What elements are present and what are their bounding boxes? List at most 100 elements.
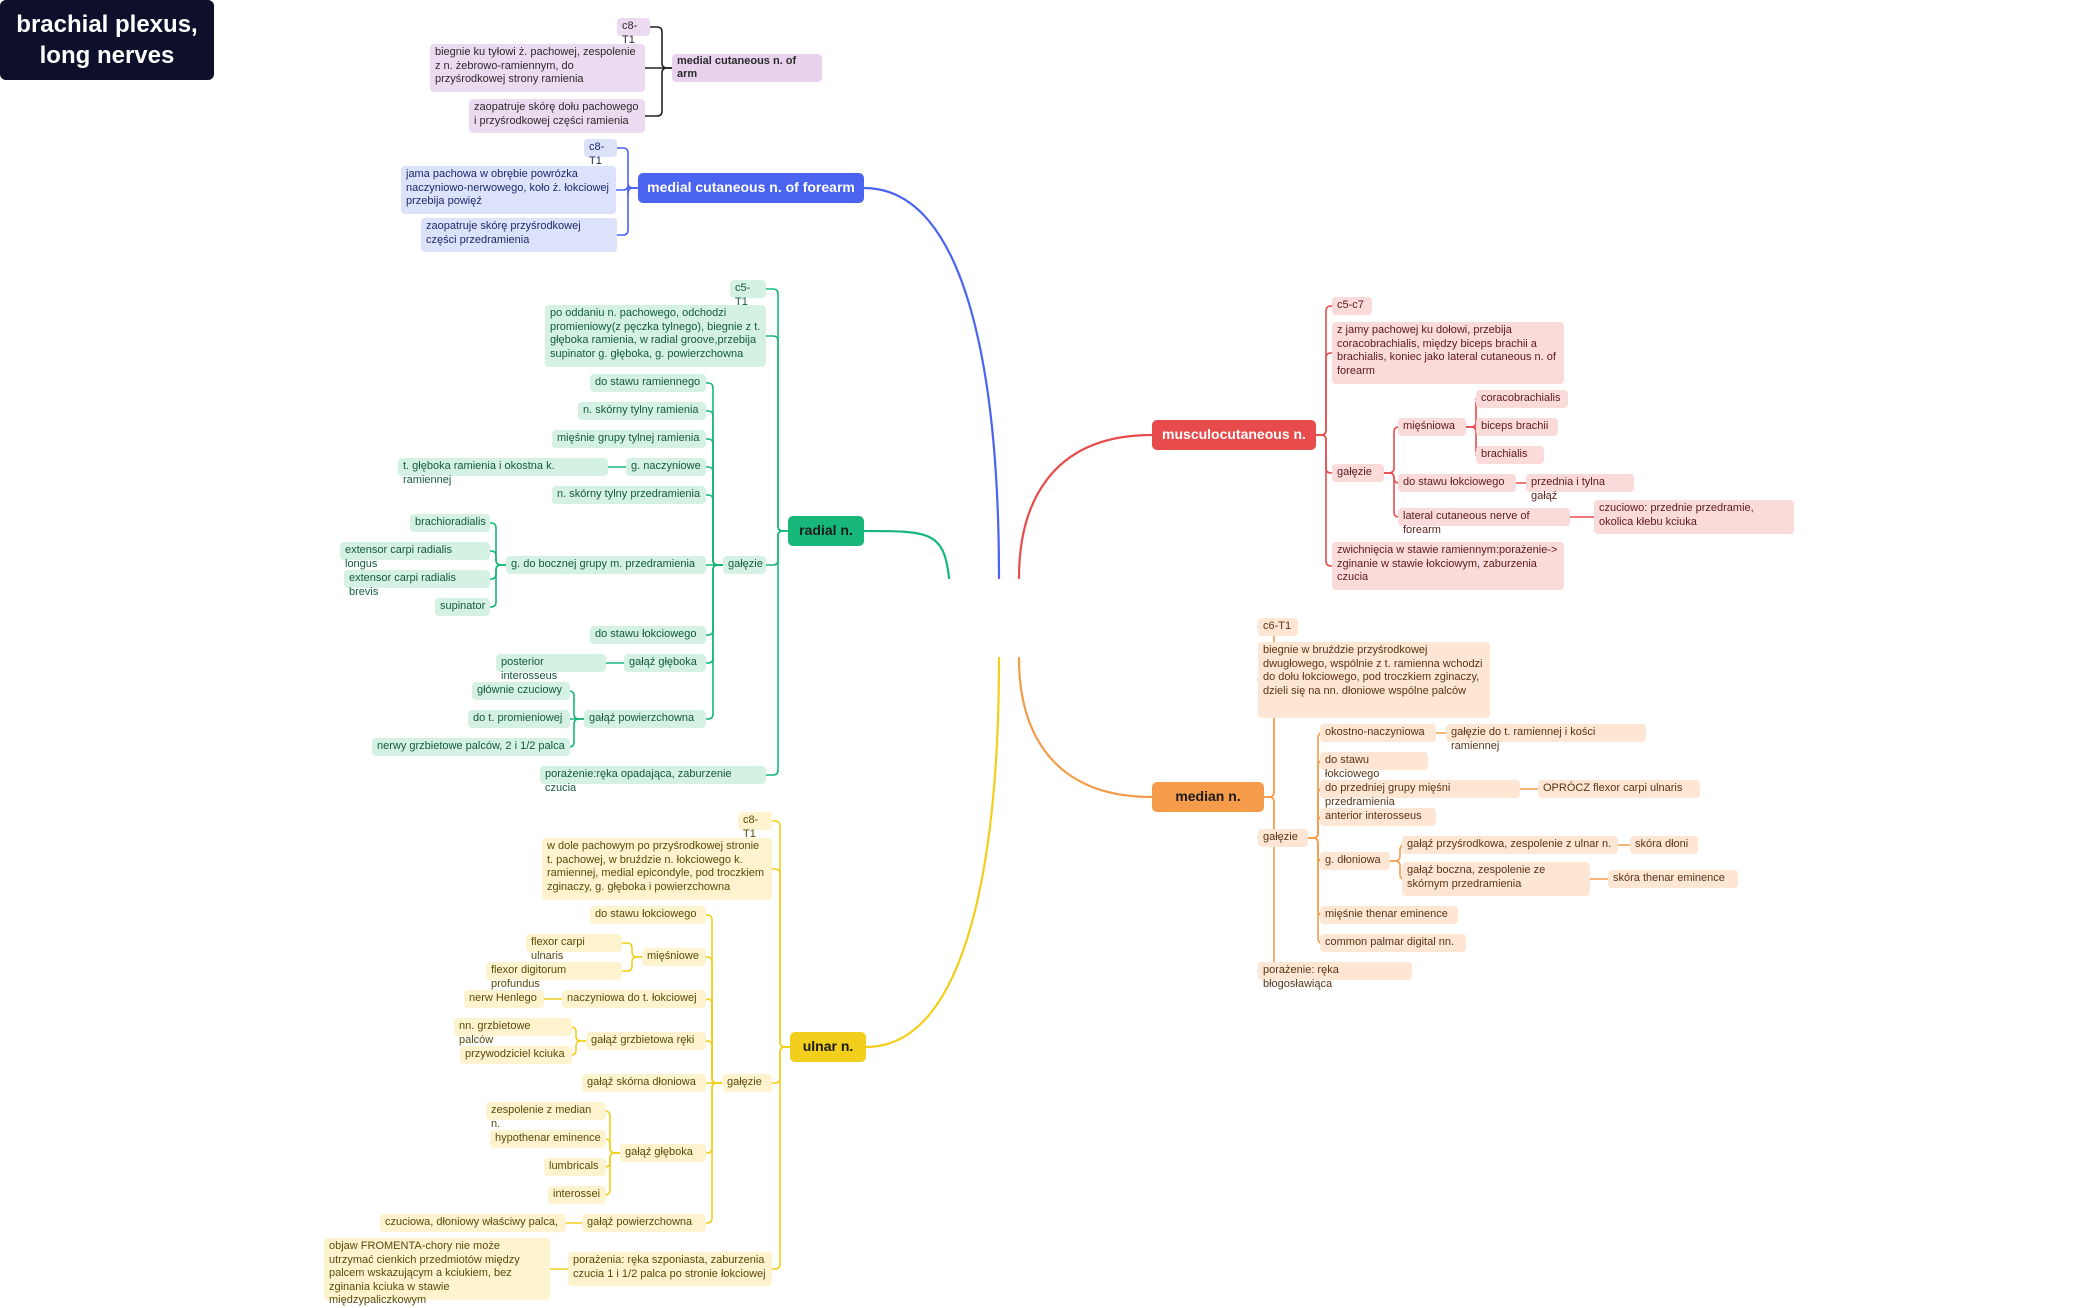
topic-r-b6b[interactable]: extensor carpi radialis longus [340,542,490,570]
topic-r-branches[interactable]: gałęzie [723,556,766,574]
topic-mc-b1b[interactable]: biceps brachii [1476,418,1558,436]
topic-ma-supply[interactable]: zaopatruje skórę dołu pachowego i przyśr… [469,99,645,133]
topic-mc-label[interactable]: musculocutaneous n. [1152,420,1316,450]
edge-u-b6c [604,1152,621,1168]
topic-u-label[interactable]: ulnar n. [790,1032,866,1062]
topic-md-root[interactable]: c6-T1 [1258,618,1298,636]
topic-r-b4a[interactable]: t. głęboka ramienia i okostna k. ramienn… [398,458,608,486]
topic-mc-b1c[interactable]: brachialis [1476,446,1544,464]
topic-md-b1[interactable]: okostno-naczyniowa [1320,724,1436,742]
topic-mc-b1a[interactable]: coracobrachialis [1476,390,1568,408]
topic-u-b6a[interactable]: zespolenie z median n. [486,1102,606,1130]
edge-mf-root [616,147,639,189]
topic-u-b5[interactable]: gałąź skórna dłoniowa [582,1074,706,1092]
topic-mc-b2a[interactable]: przednia i tylna gałąź [1526,474,1634,502]
topic-md-b7[interactable]: common palmar digital nn. [1320,934,1466,952]
edge-r-b6c [489,564,507,580]
edge-md-injury [1257,796,1280,972]
topic-u-b4[interactable]: gałąź grzbietowa ręki [586,1032,706,1050]
topic-r-b6a[interactable]: brachioradialis [410,514,490,532]
topic-md-b1a[interactable]: gałęzie do t. ramiennej i kości ramienne… [1446,724,1646,752]
topic-r-root[interactable]: c5-T1 [730,280,766,308]
topic-u-b6c[interactable]: lumbricals [544,1158,606,1176]
topic-ma-course[interactable]: biegnie ku tyłowi ż. pachowej, zespoleni… [430,44,645,92]
topic-r-b9b[interactable]: do t. promieniowej [468,710,570,728]
topic-mc-b3[interactable]: lateral cutaneous nerve of forearm [1398,508,1570,536]
topic-u-b2a[interactable]: flexor carpi ulnaris [526,934,622,962]
topic-md-injury[interactable]: porażenie: ręka błogosławiąca [1258,962,1412,990]
topic-u-b2b[interactable]: flexor digitorum profundus [486,962,622,990]
topic-r-b6d[interactable]: supinator [435,598,490,616]
edge-u-b2a [621,942,643,958]
topic-r-b5[interactable]: n. skórny tylny przedramienia [552,486,706,504]
topic-mf-course[interactable]: jama pachowa w obrębie powrózka naczynio… [401,166,616,214]
topic-ma-root[interactable]: c8-T1 [617,18,650,46]
topic-r-b9a[interactable]: głównie czuciowy [472,682,570,700]
topic-md-branches[interactable]: gałęzie [1258,829,1308,847]
topic-mc-b3a[interactable]: czuciowo: przednie przedramie, okolica k… [1594,500,1794,534]
topic-mc-course[interactable]: z jamy pachowej ku dołowi, przebija cora… [1332,322,1564,384]
topic-md-b3a[interactable]: OPRÓCZ flexor carpi ulnaris [1538,780,1700,798]
edge-u-b6b [604,1138,621,1154]
topic-mc-injury[interactable]: zwichnięcia w stawie ramiennym:porażenie… [1332,542,1564,590]
root-topic[interactable]: brachial plexus, long nerves [0,0,214,80]
topic-r-b6c[interactable]: extensor carpi radialis brevis [344,570,490,598]
topic-r-b2[interactable]: n. skórny tylny ramienia [578,402,706,420]
topic-md-b5a[interactable]: gałąź przyśrodkowa, zespolenie z ulnar n… [1402,836,1618,854]
edge-r-b8 [705,564,724,664]
topic-md-b5a1[interactable]: skóra dłoni [1630,836,1698,854]
topic-u-b6d[interactable]: interossei [548,1186,606,1204]
topic-mc-root[interactable]: c5-c7 [1332,297,1372,315]
topic-r-b7[interactable]: do stawu łokciowego [590,626,706,644]
topic-u-b3[interactable]: naczyniowa do t. łokciowej [562,990,706,1008]
topic-md-b6[interactable]: mięśnie thenar eminence [1320,906,1458,924]
topic-u-branches[interactable]: gałęzie [722,1074,772,1092]
topic-u-b4b[interactable]: przywodziciel kciuka [460,1046,572,1064]
topic-u-b6[interactable]: gałąź głęboka [620,1144,706,1162]
edge-r-b3 [705,438,724,566]
topic-md-b5[interactable]: g. dłoniowa [1320,852,1390,870]
topic-md-b2[interactable]: do stawu łokciowego [1320,752,1428,780]
topic-u-course[interactable]: w dole pachowym po przyśrodkowej stronie… [542,838,772,900]
topic-r-b8a[interactable]: posterior interosseus [496,654,606,682]
edge-r-branches [765,530,789,566]
topic-md-b5b1[interactable]: skóra thenar eminence [1608,870,1738,888]
topic-u-b7a[interactable]: czuciowa, dłoniowy właściwy palca, [380,1214,566,1232]
edge-u-course [771,868,791,1048]
edge-r-b2 [705,410,724,566]
topic-r-label[interactable]: radial n. [788,516,864,546]
topic-r-b3[interactable]: mięśnie grupy tylnej ramienia [552,430,706,448]
topic-mc-b2[interactable]: do stawu łokciowego [1398,474,1516,492]
edge-ma-supply [644,67,673,117]
topic-r-b9c[interactable]: nerwy grzbietowe palców, 2 i 1/2 palca [372,738,570,756]
topic-md-b4[interactable]: anterior interosseus [1320,808,1436,826]
topic-mc-b1[interactable]: mięśniowa [1398,418,1466,436]
topic-md-course[interactable]: biegnie w bruździe przyśrodkowej dwugłow… [1258,642,1490,718]
topic-r-b8[interactable]: gałąź głęboka [624,654,706,672]
topic-u-b4a[interactable]: nn. grzbietowe palców [454,1018,572,1046]
topic-mc-branches[interactable]: gałęzie [1332,464,1384,482]
topic-u-injury-a[interactable]: objaw FROMENTA-chory nie może utrzymać c… [324,1238,550,1306]
topic-md-label[interactable]: median n. [1152,782,1264,812]
topic-r-b4[interactable]: g. naczyniowe [626,458,706,476]
topic-mf-supply[interactable]: zaopatruje skórę przyśrodkowej części pr… [421,218,617,252]
topic-u-b1[interactable]: do stawu łokciowego [590,906,706,924]
topic-u-b3a[interactable]: nerw Henlego [464,990,544,1008]
topic-r-b6[interactable]: g. do bocznej grupy m. przedramienia [506,556,706,574]
edge-u-b7 [705,1082,723,1224]
topic-u-b6b[interactable]: hypothenar eminence [490,1130,606,1148]
topic-r-b1[interactable]: do stawu ramiennego [590,374,706,392]
topic-mf-label[interactable]: medial cutaneous n. of forearm [638,173,864,203]
topic-mf-root[interactable]: c8-T1 [584,139,617,167]
edge-md-b2 [1307,760,1324,839]
topic-ma-label[interactable]: medial cutaneous n. of arm [672,54,822,82]
topic-u-root[interactable]: c8-T1 [738,812,772,840]
topic-md-b5b[interactable]: gałąź boczna, zespolenie ze skórnym prze… [1402,862,1590,896]
topic-md-b3[interactable]: do przedniej grupy mięśni przedramienia [1320,780,1520,808]
topic-u-b7[interactable]: gałąź powierzchowna [582,1214,706,1232]
topic-r-course[interactable]: po oddaniu n. pachowego, odchodzi promie… [545,305,766,367]
topic-u-injury[interactable]: porażenia: ręka szponiasta, zaburzenia c… [568,1252,772,1286]
topic-r-b9[interactable]: gałąź powierzchowna [584,710,706,728]
topic-u-b2[interactable]: mięśniowe [642,948,706,966]
topic-r-injury[interactable]: porażenie:ręka opadająca, zaburzenie czu… [540,766,766,794]
